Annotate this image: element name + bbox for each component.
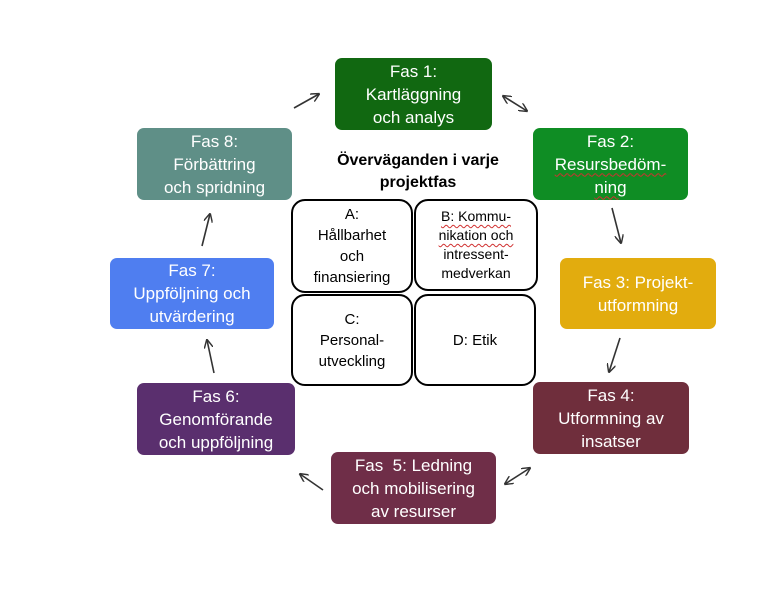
consideration-b-line-2: nikation och — [438, 227, 514, 243]
arrow-phase1-phase2 — [503, 96, 527, 111]
phase-2-line-3: ning — [594, 177, 627, 197]
consideration-b-line-4: medverkan — [441, 265, 511, 281]
phase-7-line-2: Uppföljning och — [133, 284, 251, 303]
center-title-line-1: Överväganden i varje — [337, 152, 499, 169]
consideration-b-box: B: Kommu- nikation och intressent- medve… — [414, 199, 538, 291]
phase-3-box: Fas 3: Projekt- utformning — [560, 258, 716, 329]
phase-6-box: Fas 6: Genomförande och uppföljning — [137, 383, 295, 455]
phase-5-box: Fas 5: Ledning och mobilisering av resur… — [331, 452, 496, 524]
consideration-c-line-3: utveckling — [318, 352, 386, 370]
consideration-a-line-3: och — [339, 248, 365, 265]
phase-7-box: Fas 7: Uppföljning och utvärdering — [110, 258, 274, 329]
phase-6-line-3: och uppföljning — [158, 432, 274, 452]
phase-5-line-3: av resurser — [370, 501, 457, 521]
phase-3-line-1: Fas 3: Projekt- — [582, 272, 694, 292]
phase-5-line-2: och mobilisering — [352, 478, 475, 498]
phase-6-line-2: Genomförande — [159, 409, 273, 429]
consideration-a-box: A: Hållbarhet och finansiering — [291, 199, 413, 293]
center-title: Överväganden i varje projektfas — [293, 150, 543, 194]
phase-1-line-2: Kartläggning — [365, 84, 462, 104]
phase-7-line-1: Fas 7: — [168, 261, 216, 280]
phase-3-line-2: utformning — [597, 295, 679, 315]
phase-2-line-1: Fas 2: — [586, 131, 635, 151]
arrow-phase4-phase5 — [505, 468, 530, 484]
phase-8-line-2: Förbättring — [173, 154, 256, 174]
phase-5-line-1: Fas 5: Ledning — [354, 455, 473, 475]
center-title-line-2: projektfas — [379, 174, 457, 191]
phase-6-line-1: Fas 6: — [192, 386, 240, 406]
phase-8-box: Fas 8: Förbättring och spridning — [137, 128, 292, 200]
consideration-a-line-4: finansiering — [313, 269, 391, 286]
phase-8-line-1: Fas 8: — [190, 131, 239, 151]
consideration-c-box: C: Personal- utveckling — [291, 294, 413, 386]
consideration-c-line-2: Personal- — [319, 331, 385, 349]
arrow-phase8-phase1 — [293, 94, 319, 109]
arrow-phase3-phase4 — [609, 337, 621, 372]
phase-2-box: Fas 2: Resursbedöm- ning — [533, 128, 688, 200]
arrow-phase5-phase6 — [300, 474, 324, 491]
phase-4-line-1: Fas 4: — [587, 385, 635, 405]
phase-1-box: Fas 1: Kartläggning och analys — [335, 58, 492, 130]
phase-4-line-2: Utformning av — [558, 408, 664, 428]
consideration-a-line-2: Hållbarhet — [317, 227, 387, 244]
phase-4-box: Fas 4: Utformning av insatser — [533, 382, 689, 454]
consideration-c-line-1: C: — [344, 310, 360, 328]
arrow-phase6-phase7 — [207, 340, 215, 374]
phase-1-line-3: och analys — [372, 107, 455, 127]
phase-8-line-3: och spridning — [163, 177, 266, 197]
phase-7-line-3: utvärdering — [149, 307, 235, 326]
consideration-a-line-1: A: — [344, 206, 360, 223]
consideration-d-line-1: D: Etik — [452, 331, 498, 349]
consideration-b-line-3: intressent- — [443, 246, 509, 262]
phase-2-line-2: Resursbedöm- — [554, 154, 667, 174]
phase-1-line-1: Fas 1: — [389, 61, 438, 81]
consideration-b-line-1-text: B: Kommu- — [440, 208, 511, 224]
arrow-phase2-phase3 — [611, 207, 621, 243]
consideration-d-box: D: Etik — [414, 294, 536, 386]
consideration-b-line-1: B: Kommu- — [441, 207, 511, 226]
arrow-phase7-phase8 — [201, 214, 210, 247]
phase-4-line-3: insatser — [581, 431, 641, 451]
